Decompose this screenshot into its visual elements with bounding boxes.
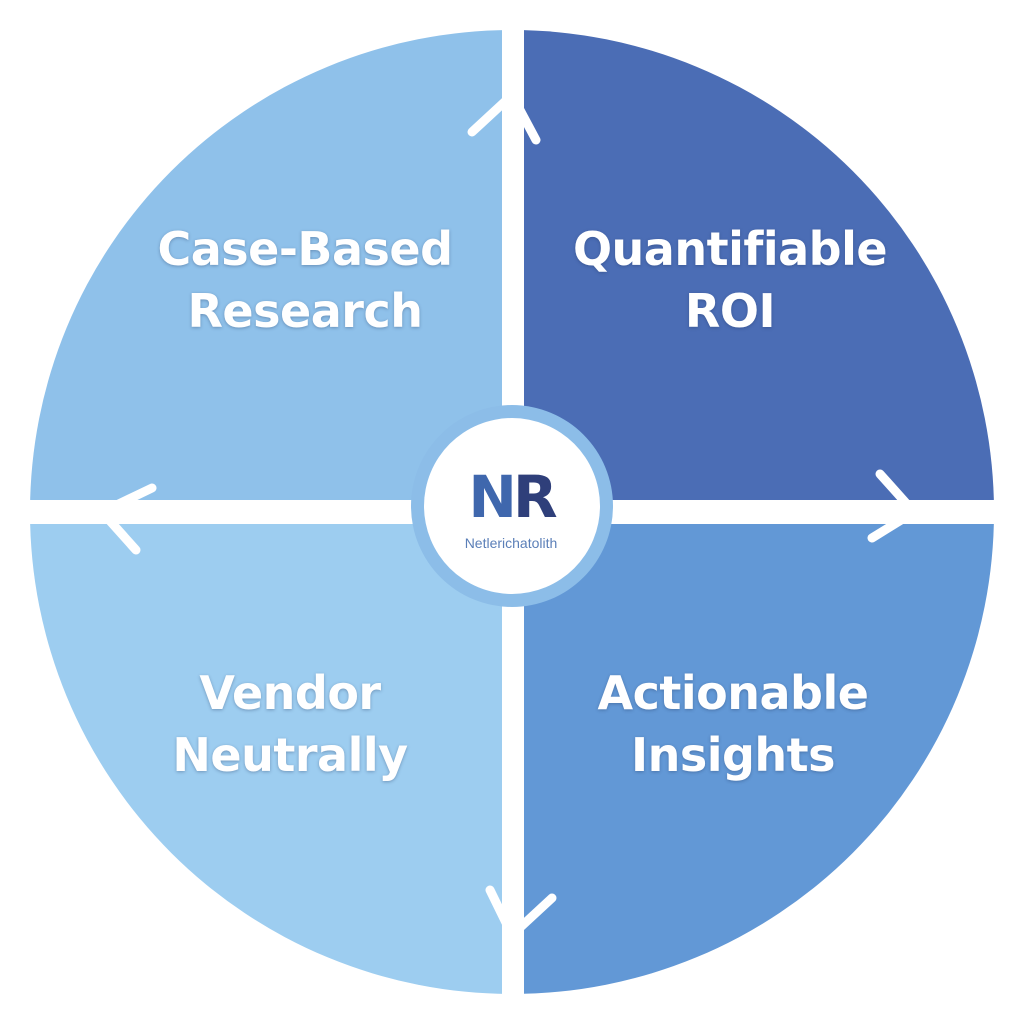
hub-inner — [424, 418, 600, 594]
quadrant-top-left-shape — [30, 30, 512, 512]
quadrant-label-line: Insights — [630, 728, 836, 782]
quadrant-label-case-based-research: Case-Based Research — [120, 218, 490, 342]
quadrant-label-line: Case-Based — [157, 222, 453, 276]
logo-mark: NR — [410, 467, 612, 527]
arrow-left-icon — [97, 483, 157, 555]
logo-letter: R — [512, 463, 558, 531]
arrow-up-icon — [467, 90, 541, 145]
quadrant-label-vendor-neutrally: Vendor Neutrally — [100, 662, 480, 786]
quadrant-bottom-right-shape — [512, 512, 994, 994]
arrow-down-icon — [485, 885, 557, 940]
quadrant-bottom-left-shape — [30, 512, 512, 994]
quadrant-label-line: Vendor — [199, 666, 381, 720]
quadrant-label-line: Quantifiable — [572, 222, 888, 276]
quadrant-label-line: ROI — [684, 284, 776, 338]
quadrant-label-quantifiable-roi: Quantifiable ROI — [540, 218, 920, 342]
quadrant-top-right-shape — [512, 30, 994, 512]
quadrant-label-line: Actionable — [597, 666, 869, 720]
quadrant-label-line: Neutrally — [172, 728, 408, 782]
quadrant-label-actionable-insights: Actionable Insights — [548, 662, 918, 786]
arrow-right-icon — [867, 469, 919, 543]
center-logo: NR Netlerichatolith — [410, 405, 612, 607]
quadrant-label-line: Research — [187, 284, 423, 338]
logo-letter: N — [468, 463, 517, 531]
logo-wordmark: Netlerichatolith — [464, 535, 558, 551]
